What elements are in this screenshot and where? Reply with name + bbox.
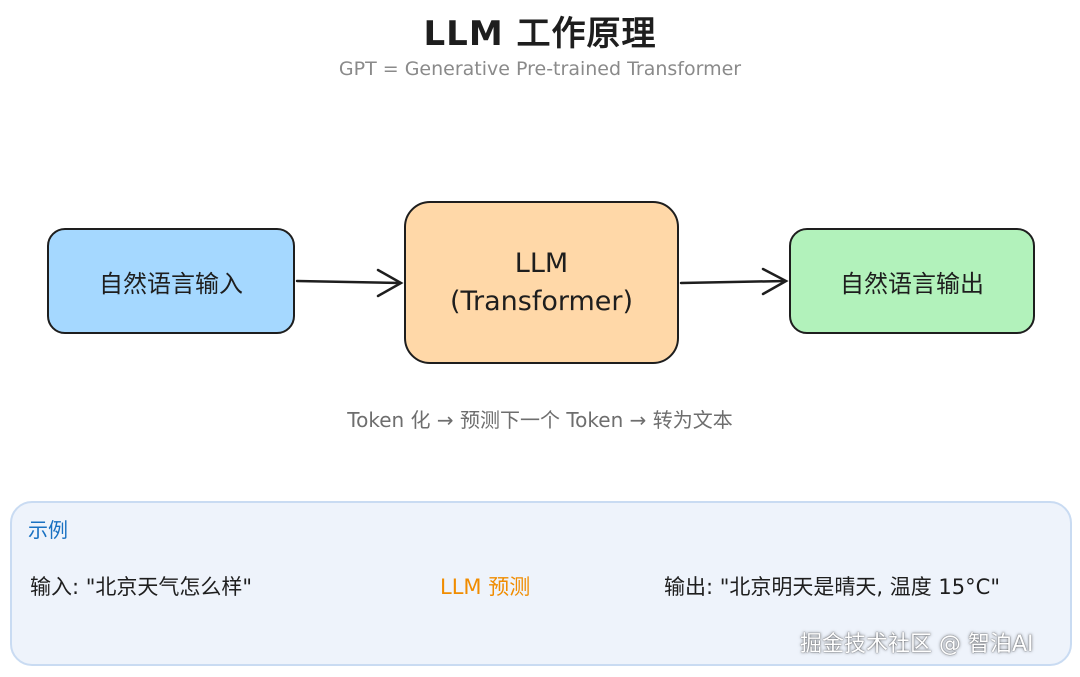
example-output-text: 输出: "北京明天是晴天, 温度 15°C": [664, 575, 1000, 599]
example-heading: 示例: [28, 518, 68, 542]
node-output-label: 自然语言输出: [840, 269, 984, 298]
diagram-subtitle: GPT = Generative Pre-trained Transformer: [338, 58, 742, 80]
watermark: 掘金技术社区 @ 智泊AI: [800, 632, 1034, 657]
example-panel: [10, 501, 1072, 666]
node-llm-transformer: LLM (Transformer): [404, 201, 679, 364]
example-input-text: 输入: "北京天气怎么样": [30, 575, 253, 599]
arrow-llm-to-output: [679, 267, 789, 296]
flow-caption: Token 化 → 预测下一个 Token → 转为文本: [347, 408, 733, 432]
arrow-input-to-llm: [295, 268, 404, 298]
node-natural-language-input: 自然语言输入: [47, 228, 295, 334]
node-llm-line1: LLM: [514, 247, 569, 279]
node-natural-language-output: 自然语言输出: [789, 228, 1035, 334]
node-llm-line2: (Transformer): [449, 285, 634, 317]
node-input-label: 自然语言输入: [99, 269, 243, 298]
example-llm-predict-label: LLM 预测: [440, 575, 531, 599]
diagram-title: LLM 工作原理: [423, 14, 657, 54]
